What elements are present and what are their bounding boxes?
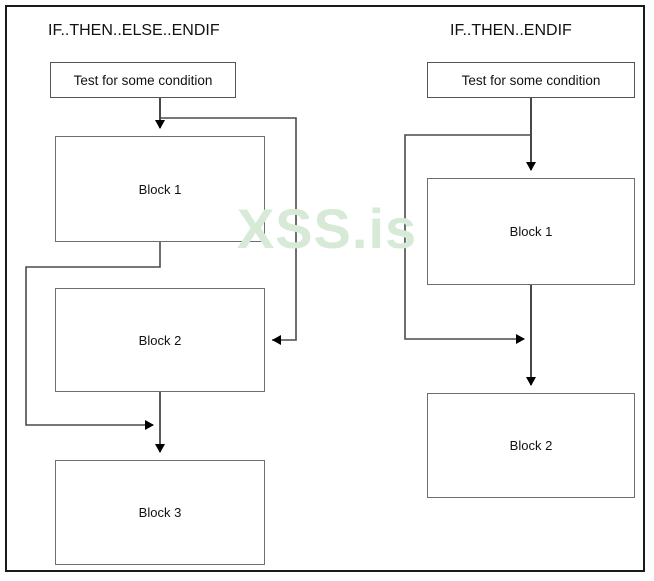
node-label: Block 1 [138,181,182,197]
node-label: Block 2 [509,438,553,453]
node-right-block-1[interactable]: Block 1 [427,178,635,285]
node-right-condition[interactable]: Test for some condition [427,62,635,98]
page-frame [5,5,645,572]
diagram-title-if-then-else-endif: IF..THEN..ELSE..ENDIF [48,22,220,39]
diagram-title-if-then-endif: IF..THEN..ENDIF [450,22,572,39]
node-left-block-1[interactable]: Block 1 [55,136,265,242]
node-left-block-3[interactable]: Block 3 [55,460,265,565]
node-label: Block 1 [509,224,553,239]
node-label: Test for some condition [461,72,601,88]
node-right-block-2[interactable]: Block 2 [427,393,635,498]
node-label: Block 2 [138,332,182,348]
node-left-condition[interactable]: Test for some condition [50,62,236,98]
node-label: Test for some condition [73,72,213,88]
node-left-block-2[interactable]: Block 2 [55,288,265,392]
node-label: Block 3 [138,505,182,520]
